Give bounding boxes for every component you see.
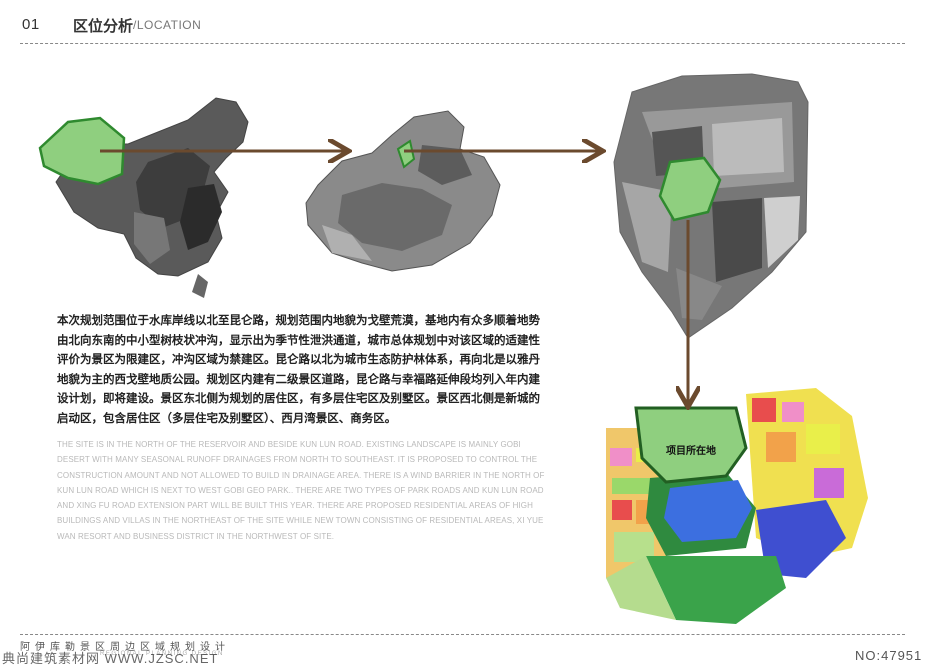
page-subtitle: /LOCATION <box>133 18 202 32</box>
xinjiang-map-icon <box>305 110 501 272</box>
description-zh: 本次规划范围位于水库岸线以北至昆仑路，规划范围内地貌为戈壁荒漠，基地内有众多顺着… <box>57 315 540 425</box>
description-en: The site is in the north of the reservoi… <box>57 440 545 541</box>
site-location-label: 项目所在地 <box>666 444 716 457</box>
watermark: 典尚建筑素材网 WWW.JZSC.NET <box>2 651 219 666</box>
site-plan-map-icon: 项目所在地 <box>606 388 868 624</box>
footer-title: 阿伊库勒景区周边区域规划设计 <box>20 642 230 653</box>
footer-subtitle: REGIONAL PLANNING DESIGN <box>100 651 224 657</box>
page-number: 01 <box>22 16 40 33</box>
china-map-icon <box>38 97 249 298</box>
page-title: 区位分析 <box>73 18 134 35</box>
header-divider <box>20 43 905 44</box>
footer-divider <box>20 634 905 635</box>
serial-number: NO:47951 <box>855 648 923 663</box>
